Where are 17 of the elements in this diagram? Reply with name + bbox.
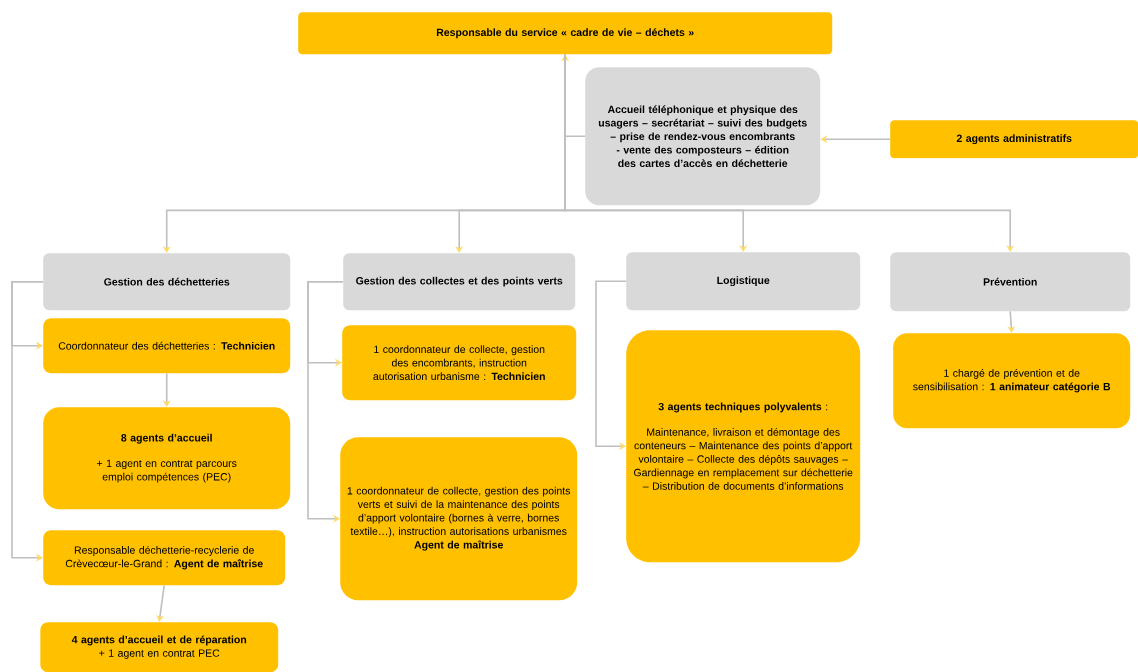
staff-box: 8 agents d’accueil + 1 agent en contrat parcours emploi compétences (PEC) xyxy=(43,407,291,510)
department-box: Gestion des collectes et des points verts xyxy=(343,253,576,311)
staff-box: 2 agents administratifs xyxy=(890,120,1138,159)
staff-box: 1 coordonnateur de collecte, gestion des points verts et suivi de la maintenance des points d’apport volontaire (bornes à verre, bornes textile…), instruction autorisations urbanismes Agent de maîtrise xyxy=(340,437,578,601)
head-box: Responsable du service « cadre de vie – déchets » xyxy=(298,12,833,55)
staff-box: Responsable déchetterie-recyclerie de Crèvecœur-le-Grand : Agent de maîtrise xyxy=(43,530,286,586)
connector-arrow xyxy=(564,53,1015,252)
staff-box: 1 coordonnateur de collecte, gestion des encombrants, instruction autorisation urbanisme : Technicien xyxy=(342,325,577,401)
staff-box: 3 agents techniques polyvalents : Maintenance, livraison et démontage des conteneurs – Maintenance des points d’apport volontaire – Collecte des dépôts sauvages – Gardiennage en remplacement sur déchetterie – Distribution de documents d’informations xyxy=(626,330,861,563)
task-box: Accueil téléphonique et physique des usagers – secrétariat – suivi des budgets – prise de rendez-vous encombrants - vente des composteurs – édition des cartes d’accès en déchetterie xyxy=(585,67,821,206)
department-box: Prévention xyxy=(890,252,1131,312)
connector-arrow xyxy=(156,584,165,622)
department-box: Logistique xyxy=(626,252,861,311)
staff-box: 1 chargé de prévention et de sensibilisation : 1 animateur catégorie B xyxy=(893,333,1131,429)
department-box: Gestion des déchetteries xyxy=(43,253,291,311)
staff-box: 4 agents d’accueil et de réparation + 1 agent en contrat PEC xyxy=(40,622,279,672)
staff-box: Coordonnateur des déchetteries : Technicien xyxy=(43,318,291,374)
